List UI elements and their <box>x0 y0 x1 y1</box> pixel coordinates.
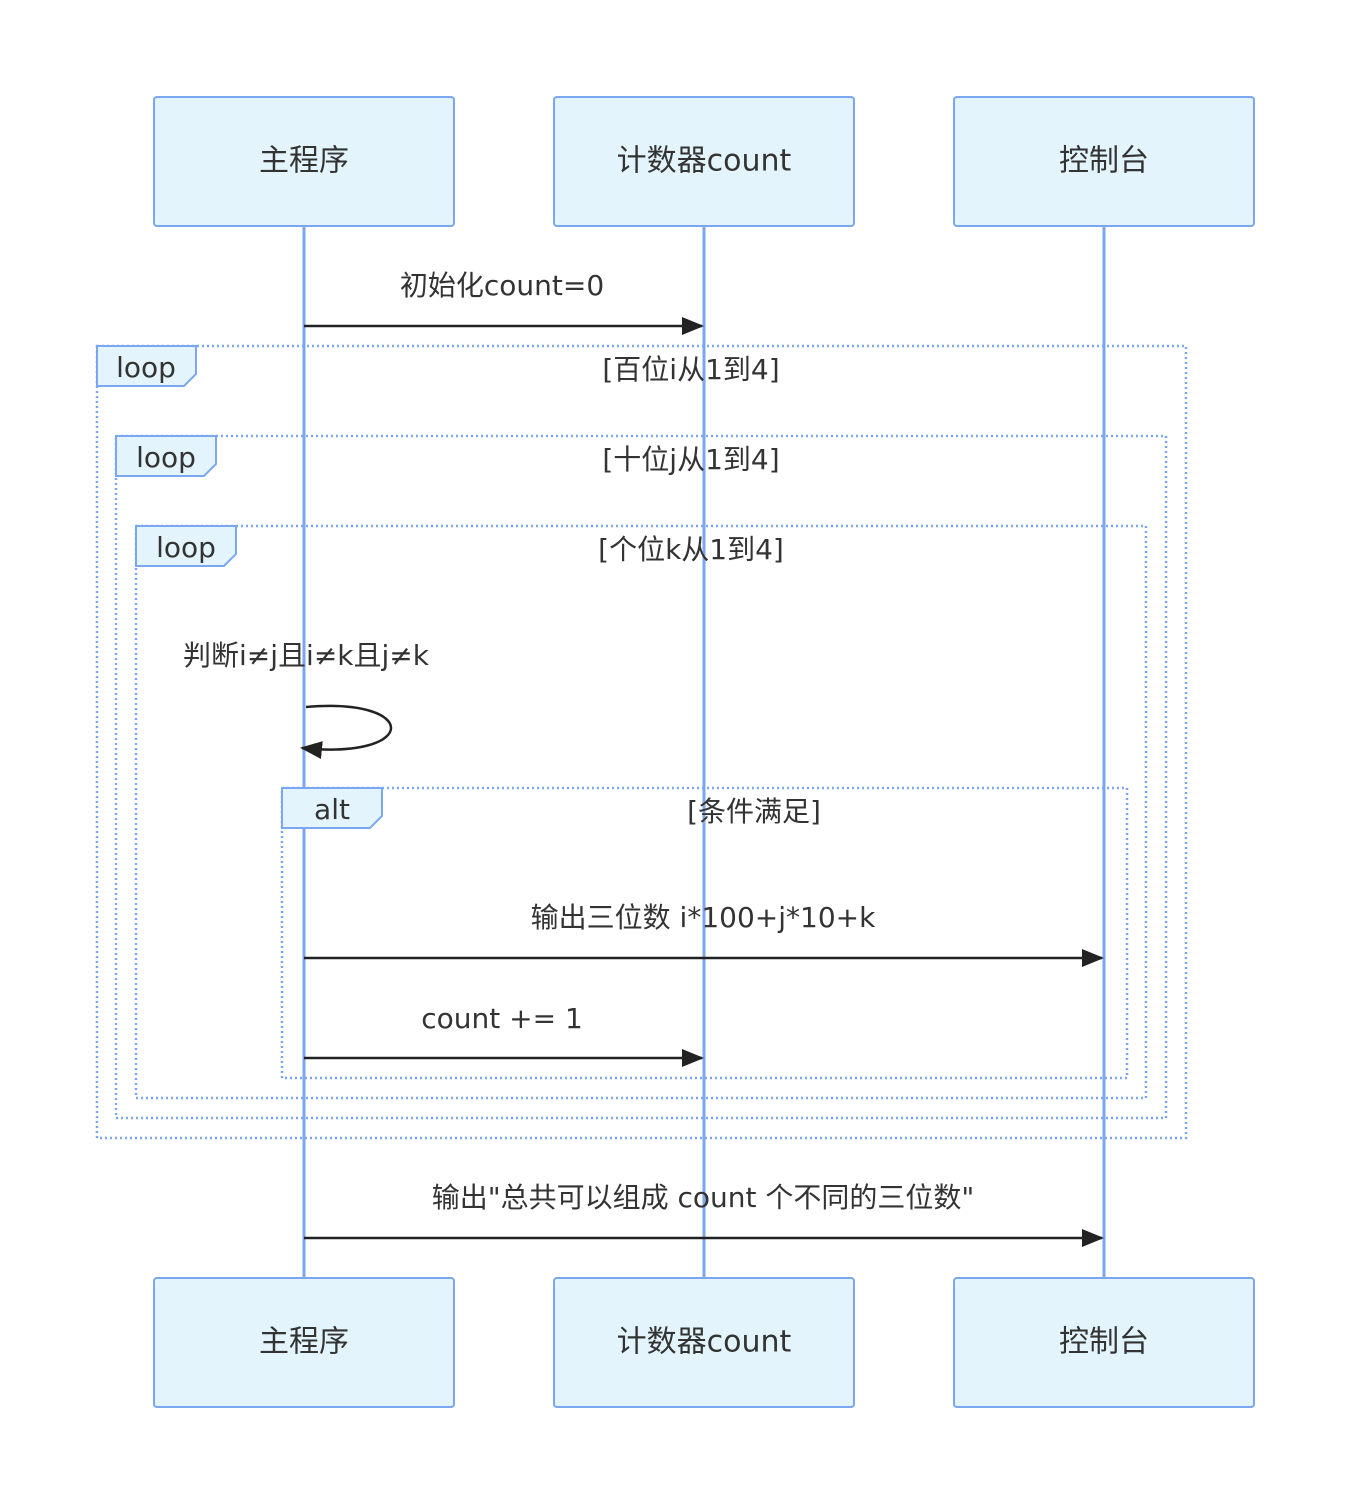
actor-counter-bottom: 计数器count <box>553 1277 855 1408</box>
message-check-arrow <box>300 704 393 759</box>
frame-loop-tens-guard: [十位j从1到4] <box>602 443 779 476</box>
actor-main-bottom: 主程序 <box>153 1277 455 1408</box>
actor-console-top: 控制台 <box>953 96 1255 227</box>
frame-loop-hundreds-tag: loop <box>116 351 176 384</box>
frame-loop-ones-guard: [个位k从1到4] <box>598 533 784 566</box>
actor-console-bottom: 控制台 <box>953 1277 1255 1408</box>
frame-alt-condition-tag: alt <box>314 793 350 826</box>
message-output-label: 输出三位数 i*100+j*10+k <box>531 901 876 934</box>
message-final-label: 输出"总共可以组成 count 个不同的三位数" <box>432 1181 975 1214</box>
actor-counter-bottom-label: 计数器count <box>617 1325 792 1360</box>
frame-alt-condition-guard: [条件满足] <box>687 795 821 828</box>
frame-loop-ones: loop [个位k从1到4] <box>134 524 1148 1100</box>
frame-loop-tens-tag: loop <box>136 441 196 474</box>
frame-loop-hundreds-guard: [百位i从1到4] <box>602 353 779 386</box>
frame-loop-hundreds: loop [百位i从1到4] <box>95 344 1188 1140</box>
actor-main-top-label: 主程序 <box>259 144 349 179</box>
message-check-label: 判断i≠j且i≠k且j≠k <box>183 639 430 672</box>
frame-loop-tens: loop [十位j从1到4] <box>114 434 1168 1120</box>
actor-counter-top-label: 计数器count <box>617 144 792 179</box>
actor-main-top: 主程序 <box>153 96 455 227</box>
actor-console-top-label: 控制台 <box>1059 144 1149 179</box>
actor-main-bottom-label: 主程序 <box>259 1325 349 1360</box>
actor-console-bottom-label: 控制台 <box>1059 1325 1149 1360</box>
frame-alt-condition: alt [条件满足] <box>280 786 1129 1080</box>
actor-counter-top: 计数器count <box>553 96 855 227</box>
frame-loop-ones-tag: loop <box>156 531 216 564</box>
message-increment-label: count += 1 <box>421 1002 583 1035</box>
message-init-label: 初始化count=0 <box>400 269 604 302</box>
